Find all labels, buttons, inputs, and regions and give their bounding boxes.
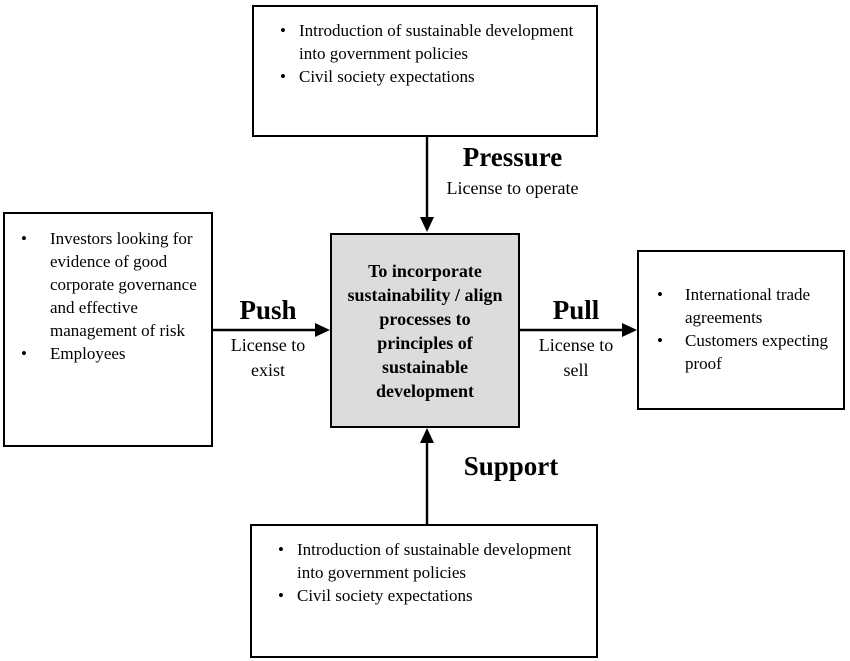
pressure-label: Pressure — [462, 142, 563, 172]
bottom-source-list: • Introduction of sustainable developmen… — [278, 538, 588, 607]
push-arrow-right-icon — [213, 323, 330, 337]
list-item-text: Civil society expectations — [297, 586, 473, 605]
list-item-text: Investors looking for evidence of good c… — [50, 229, 197, 340]
pull-arrow-right-icon — [520, 323, 637, 337]
bottom-source-box: • Introduction of sustainable developmen… — [250, 524, 598, 658]
list-item: • International trade agreements — [657, 283, 839, 329]
pull-sublabel: License to sell — [538, 335, 614, 380]
right-target-box: • International trade agreements • Custo… — [637, 250, 845, 410]
list-item-text: International trade agreements — [685, 285, 811, 327]
push-sublabel: License to exist — [230, 335, 306, 380]
left-source-list: • Investors looking for evidence of good… — [21, 227, 207, 365]
top-source-box: • Introduction of sustainable developmen… — [252, 5, 598, 137]
bullet-icon: • — [278, 586, 284, 605]
bullet-icon: • — [280, 21, 286, 40]
top-source-list: • Introduction of sustainable developmen… — [280, 19, 588, 88]
pull-label: Pull — [552, 295, 600, 325]
push-label: Push — [239, 295, 297, 325]
support-label: Support — [463, 451, 559, 481]
bullet-icon: • — [278, 540, 284, 559]
list-item-text: Civil society expectations — [299, 67, 475, 86]
list-item-text: Introduction of sustainable development … — [299, 21, 574, 63]
right-target-list: • International trade agreements • Custo… — [657, 283, 839, 375]
list-item-text: Customers expecting proof — [685, 331, 829, 373]
list-item: • Investors looking for evidence of good… — [21, 227, 207, 342]
left-source-box: • Investors looking for evidence of good… — [3, 212, 213, 447]
list-item: • Introduction of sustainable developmen… — [278, 538, 588, 584]
list-item: • Employees — [21, 342, 207, 365]
list-item: • Civil society expectations — [278, 584, 588, 607]
list-item: • Civil society expectations — [280, 65, 588, 88]
bullet-icon: • — [21, 344, 27, 363]
support-arrow-up-icon — [420, 428, 434, 524]
bullet-icon: • — [657, 331, 663, 350]
list-item: • Customers expecting proof — [657, 329, 839, 375]
pressure-sublabel: License to operate — [446, 178, 579, 198]
central-goal-box: To incorporate sustainability / align pr… — [330, 233, 520, 428]
list-item: • Introduction of sustainable developmen… — [280, 19, 588, 65]
pressure-arrow-down-icon — [420, 137, 434, 232]
bullet-icon: • — [21, 229, 27, 248]
list-item-text: Employees — [50, 344, 126, 363]
bullet-icon: • — [280, 67, 286, 86]
bullet-icon: • — [657, 285, 663, 304]
central-goal-text: To incorporate sustainability / align pr… — [347, 260, 503, 401]
list-item-text: Introduction of sustainable development … — [297, 540, 572, 582]
